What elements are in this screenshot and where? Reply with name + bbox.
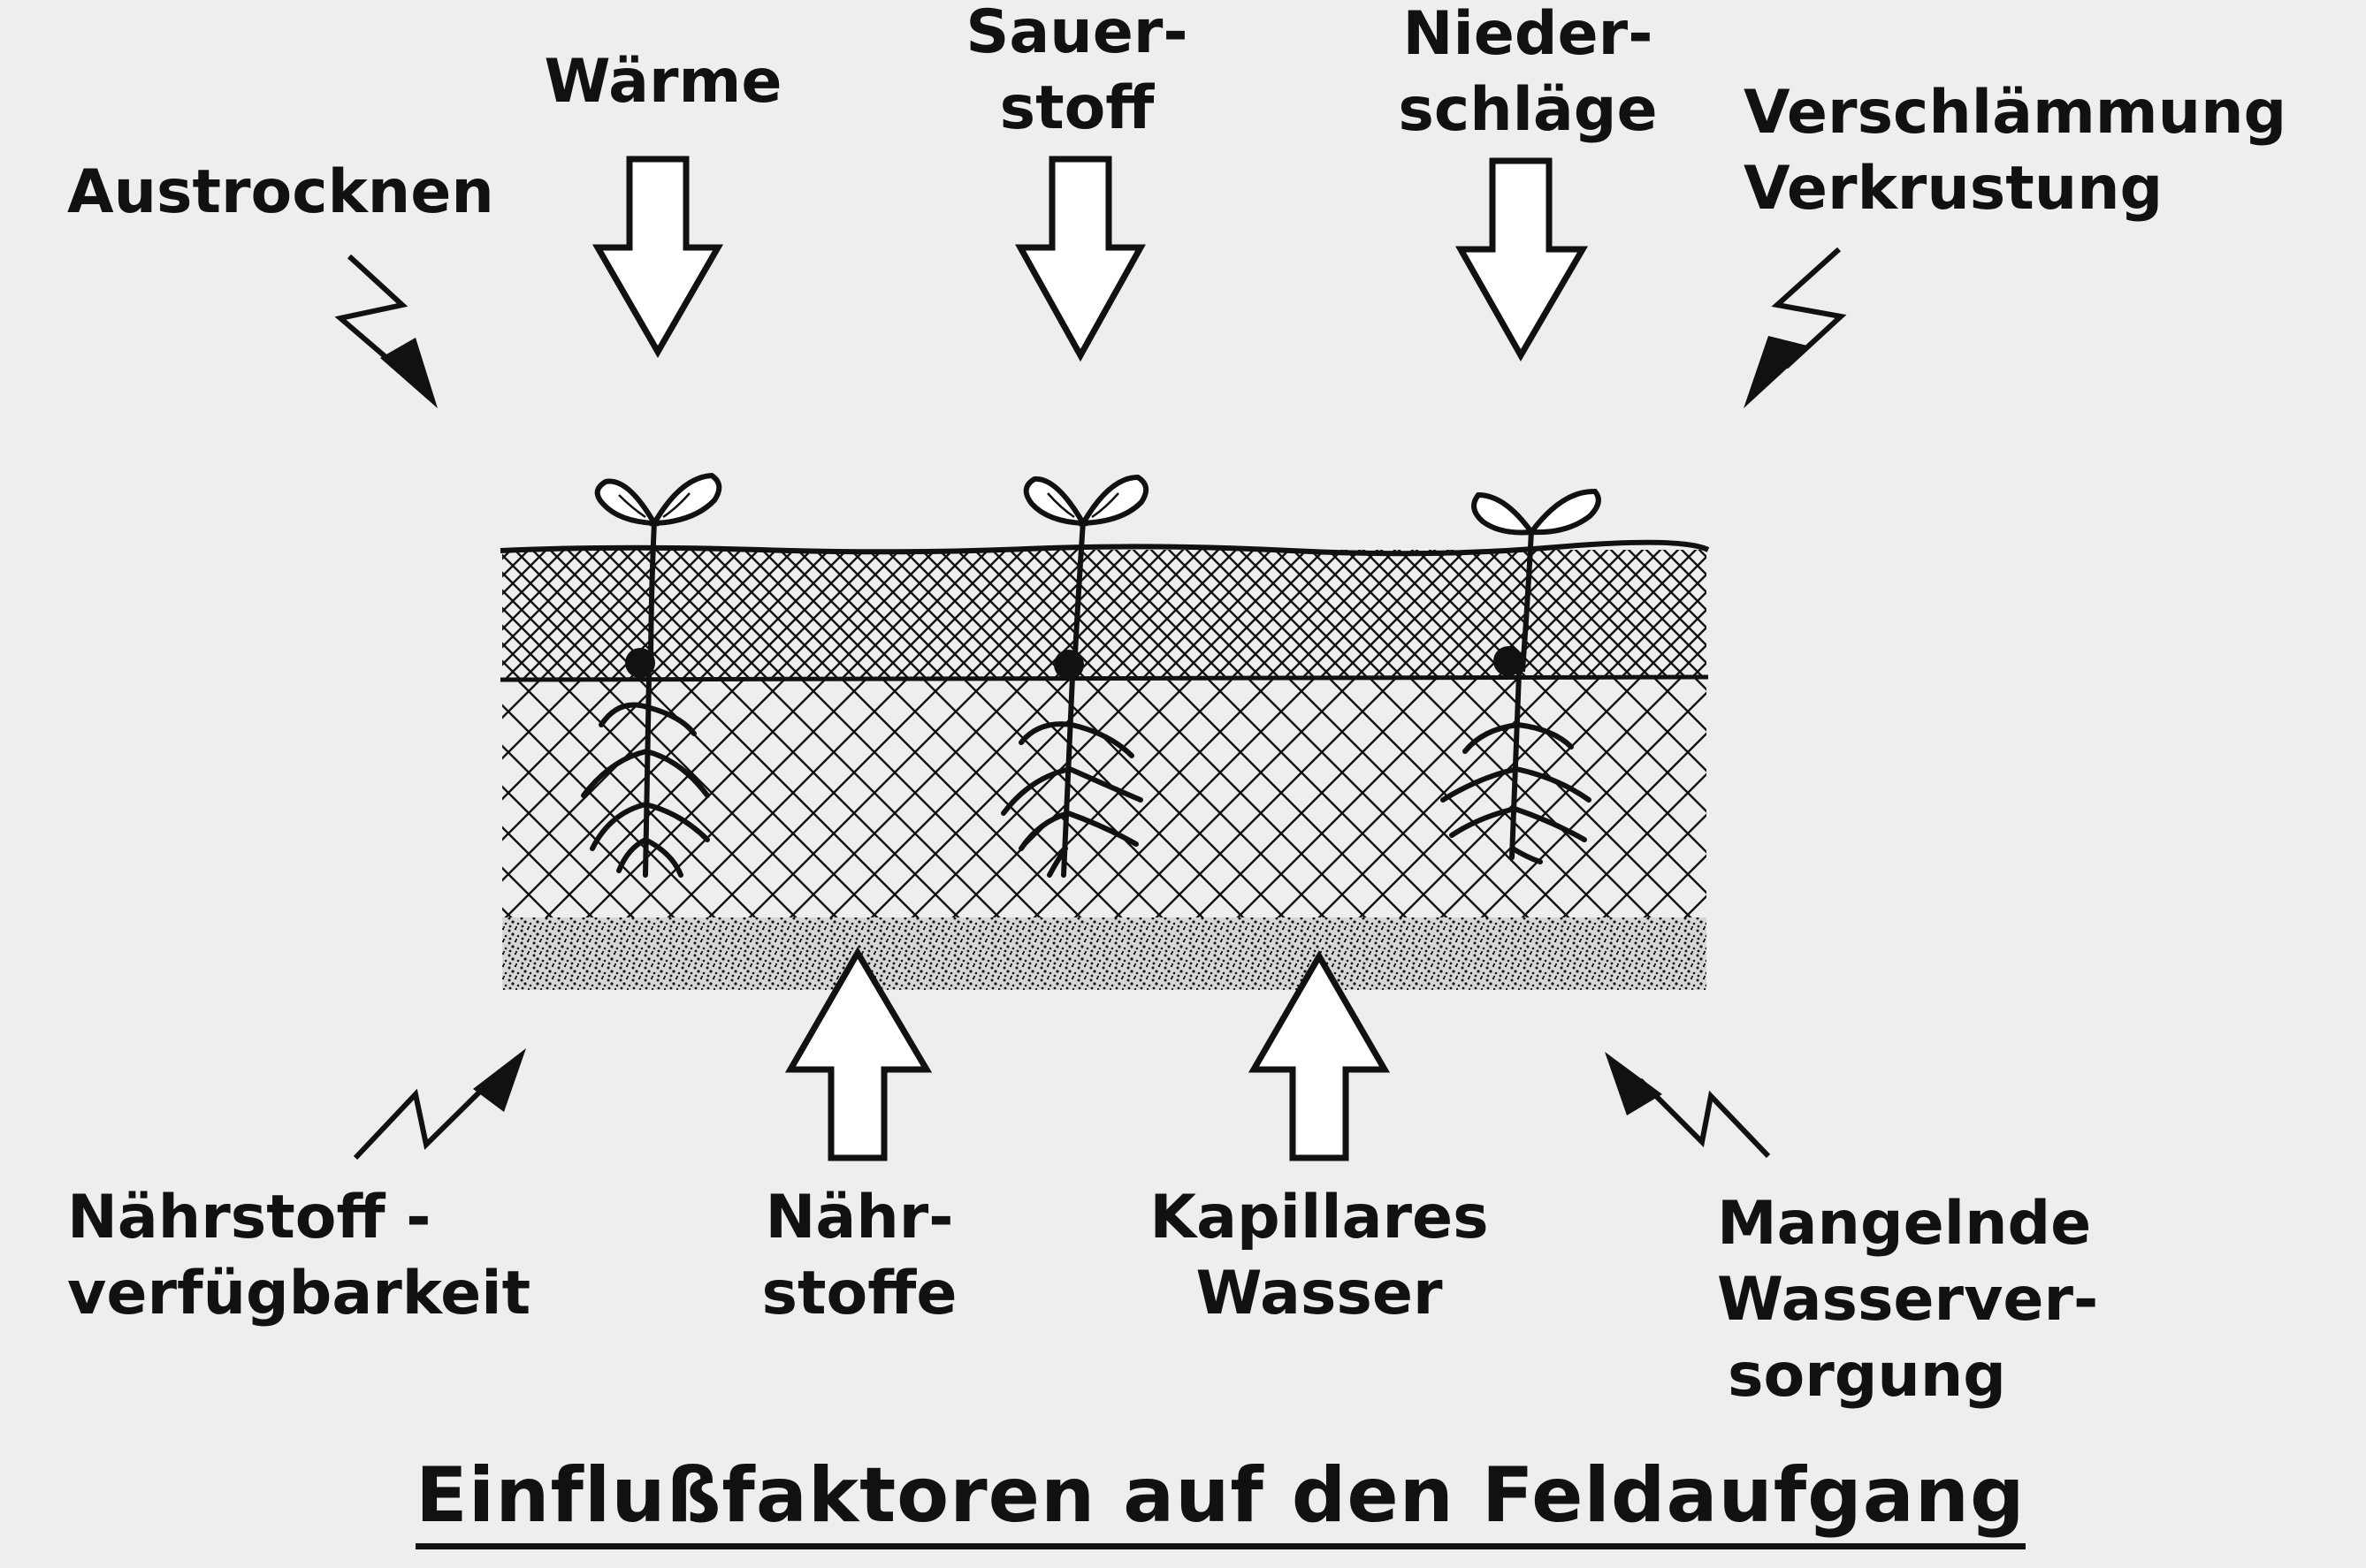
label-mangelnde-wasserversorgung: Mangelnde Wasserver- sorgung [1717, 1186, 2098, 1414]
label-verschlaemmung: Verschlämmung Verkrustung [1744, 75, 2286, 227]
layer-boundary-line [500, 674, 1709, 682]
label-line: sorgung [1728, 1341, 2006, 1411]
label-naehrstoffverfuegbarkeit: Nährstoff - verfügbarkeit [67, 1180, 530, 1332]
diagram-title: Einflußfaktoren auf den Feldaufgang [416, 1451, 2026, 1549]
soil-layers [500, 539, 1710, 990]
seedling-icon [1440, 488, 1601, 864]
label-sauerstoff: Sauer- stoff [965, 0, 1187, 147]
label-line: stoffe [761, 1259, 958, 1328]
label-line: Kapillares [1149, 1183, 1489, 1252]
label-line: Verschlämmung [1744, 78, 2287, 148]
label-line: Verkrustung [1744, 154, 2164, 224]
hollow-block-arrow-icon [1454, 157, 1589, 362]
seedbed-layer [502, 679, 1706, 919]
lightning-arrow-icon [353, 1048, 526, 1161]
hollow-block-arrow-icon [1248, 950, 1391, 1161]
seedling-icon [581, 472, 722, 878]
label-line: stoff [999, 73, 1155, 143]
label-line: Wärme [544, 47, 782, 117]
label-niederschlaege: Nieder- schläge [1398, 0, 1657, 148]
label-line: Wasser [1195, 1259, 1443, 1328]
lightning-arrow-icon [334, 254, 438, 408]
lightning-arrow-icon [1744, 247, 1847, 408]
label-line: Wasserver- [1717, 1265, 2099, 1335]
label-line: Nähr- [765, 1183, 954, 1252]
label-austrocknen: Austrocknen [67, 155, 494, 231]
label-line: verfügbarkeit [67, 1259, 531, 1328]
label-line: Nährstoff - [67, 1183, 431, 1252]
label-line: Sauer- [965, 0, 1188, 67]
hollow-block-arrow-icon [784, 947, 933, 1161]
label-line: schläge [1398, 75, 1658, 145]
lightning-arrow-icon [1605, 1052, 1771, 1159]
label-naehrstoffe: Nähr- stoffe [762, 1180, 958, 1332]
label-line: Mangelnde [1717, 1189, 2092, 1259]
soil-surface-line [500, 539, 1710, 557]
label-waerme: Wärme [545, 44, 782, 120]
label-kapillares-wasser: Kapillares Wasser [1149, 1180, 1488, 1332]
hollow-block-arrow-icon [1015, 156, 1146, 362]
seedling-icon [1001, 474, 1149, 878]
label-line: Nieder- [1402, 0, 1653, 69]
subsoil-layer [502, 917, 1706, 990]
label-line: Austrocknen [67, 157, 494, 227]
hollow-block-arrow-icon [592, 156, 724, 359]
